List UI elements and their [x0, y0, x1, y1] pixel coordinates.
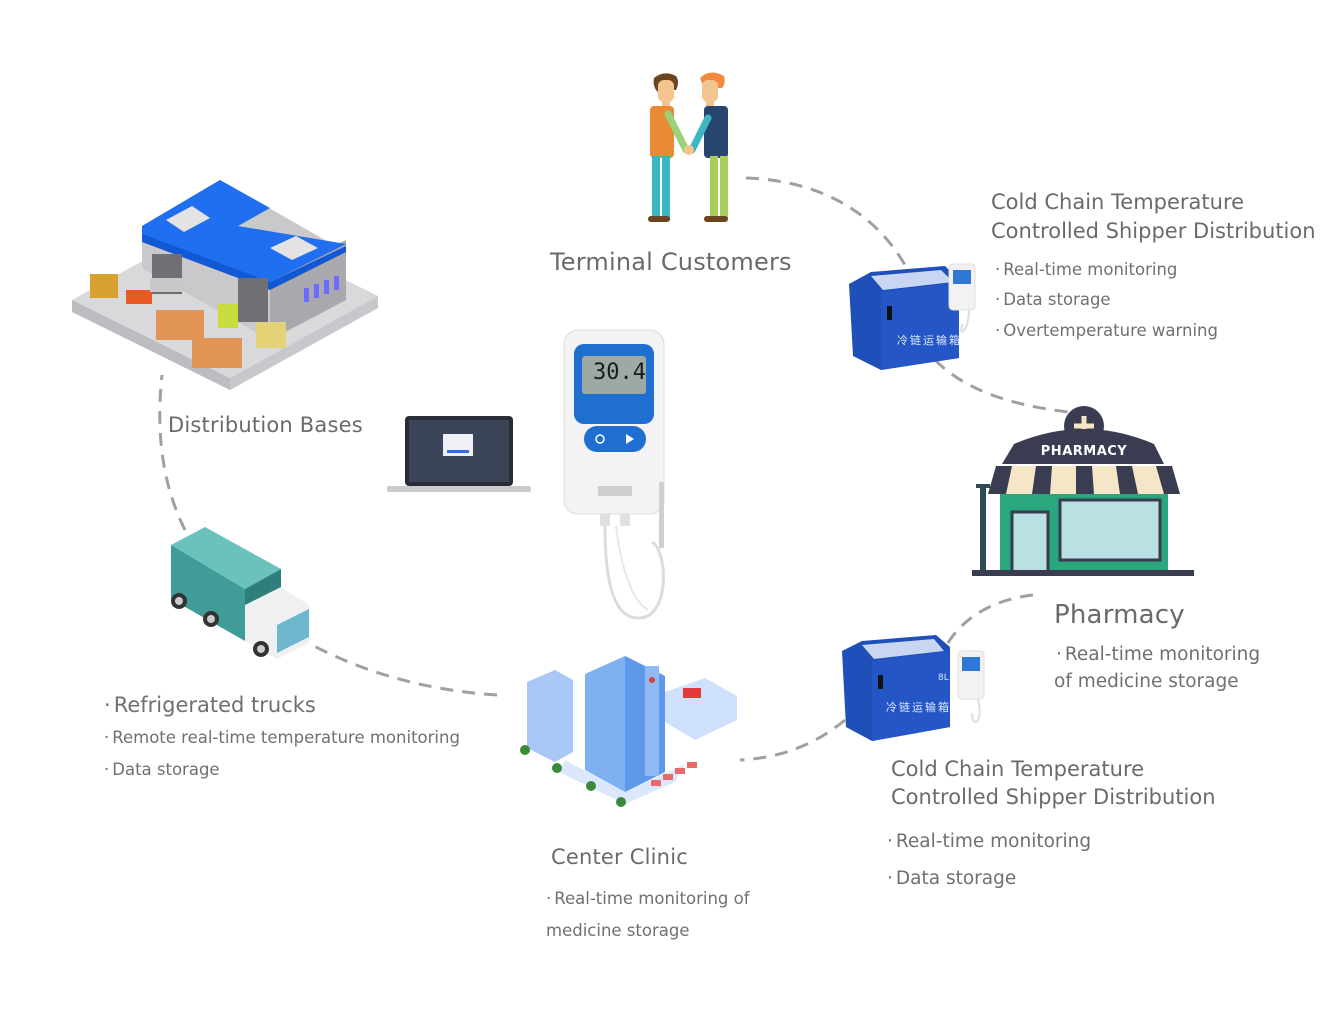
logger-display-reading: 30.4	[593, 360, 646, 385]
connector-shipper-to-pharmacy	[933, 358, 1069, 414]
connector-shipper2-to-clinic	[739, 718, 846, 762]
terminal-customers-title: Terminal Customers	[550, 248, 792, 276]
refrigerated-trucks-bullet-1: Remote real-time temperature monitoring	[104, 728, 460, 747]
shipper-bottom-title-line2: Controlled Shipper Distribution	[891, 785, 1216, 809]
shipper-top-bullet-1: Real-time monitoring	[995, 260, 1177, 279]
center-clinic-bullet-line1: Real-time monitoring of	[546, 889, 749, 908]
center-clinic-title: Center Clinic	[551, 845, 688, 869]
box-label-top: 冷链运输箱	[897, 334, 962, 347]
pharmacy-bullet-line1: Real-time monitoring	[1056, 644, 1260, 665]
center-clinic-bullet-line2: medicine storage	[546, 921, 690, 940]
laptop-icon	[387, 416, 531, 494]
shipper-top-title-line1: Cold Chain Temperature	[991, 190, 1245, 214]
box-capacity-label: 8L	[938, 673, 949, 683]
warehouse-icon	[70, 178, 382, 398]
distribution-bases-title: Distribution Bases	[168, 413, 363, 437]
refrigerated-trucks-bullet-2: Data storage	[104, 760, 219, 779]
shipper-bottom-bullet-1: Real-time monitoring	[887, 831, 1091, 852]
hospital-icon	[515, 652, 745, 817]
connector-pharmacy-to-shipper2	[943, 593, 1034, 649]
refrigerated-truck-icon	[165, 525, 315, 665]
pharmacy-title: Pharmacy	[1054, 600, 1185, 630]
box-label-bottom: 冷链运输箱	[886, 701, 951, 714]
cold-chain-box-icon-top: 冷链运输箱	[845, 262, 985, 377]
connector-customers-to-shipper	[745, 176, 907, 266]
connector-truck-to-warehouse	[158, 374, 187, 531]
handshake-people-icon	[640, 68, 740, 228]
temperature-logger-icon: 30.4	[560, 329, 680, 625]
shipper-top-bullet-3: Overtemperature warning	[995, 321, 1218, 340]
cold-chain-box-icon-bottom: 冷链运输箱 8L	[838, 633, 998, 748]
pharmacy-bullet-line2: of medicine storage	[1054, 671, 1239, 692]
pharmacy-store-icon: PHARMACY	[972, 404, 1194, 579]
shipper-top-bullet-2: Data storage	[995, 290, 1110, 309]
refrigerated-trucks-title: Refrigerated trucks	[104, 693, 316, 717]
shipper-bottom-bullet-2: Data storage	[887, 868, 1016, 889]
shipper-top-title-line2: Controlled Shipper Distribution	[991, 219, 1316, 243]
pharmacy-sign: PHARMACY	[1040, 444, 1128, 459]
shipper-bottom-title-line1: Cold Chain Temperature	[891, 757, 1145, 781]
connector-clinic-to-truck	[311, 643, 498, 697]
